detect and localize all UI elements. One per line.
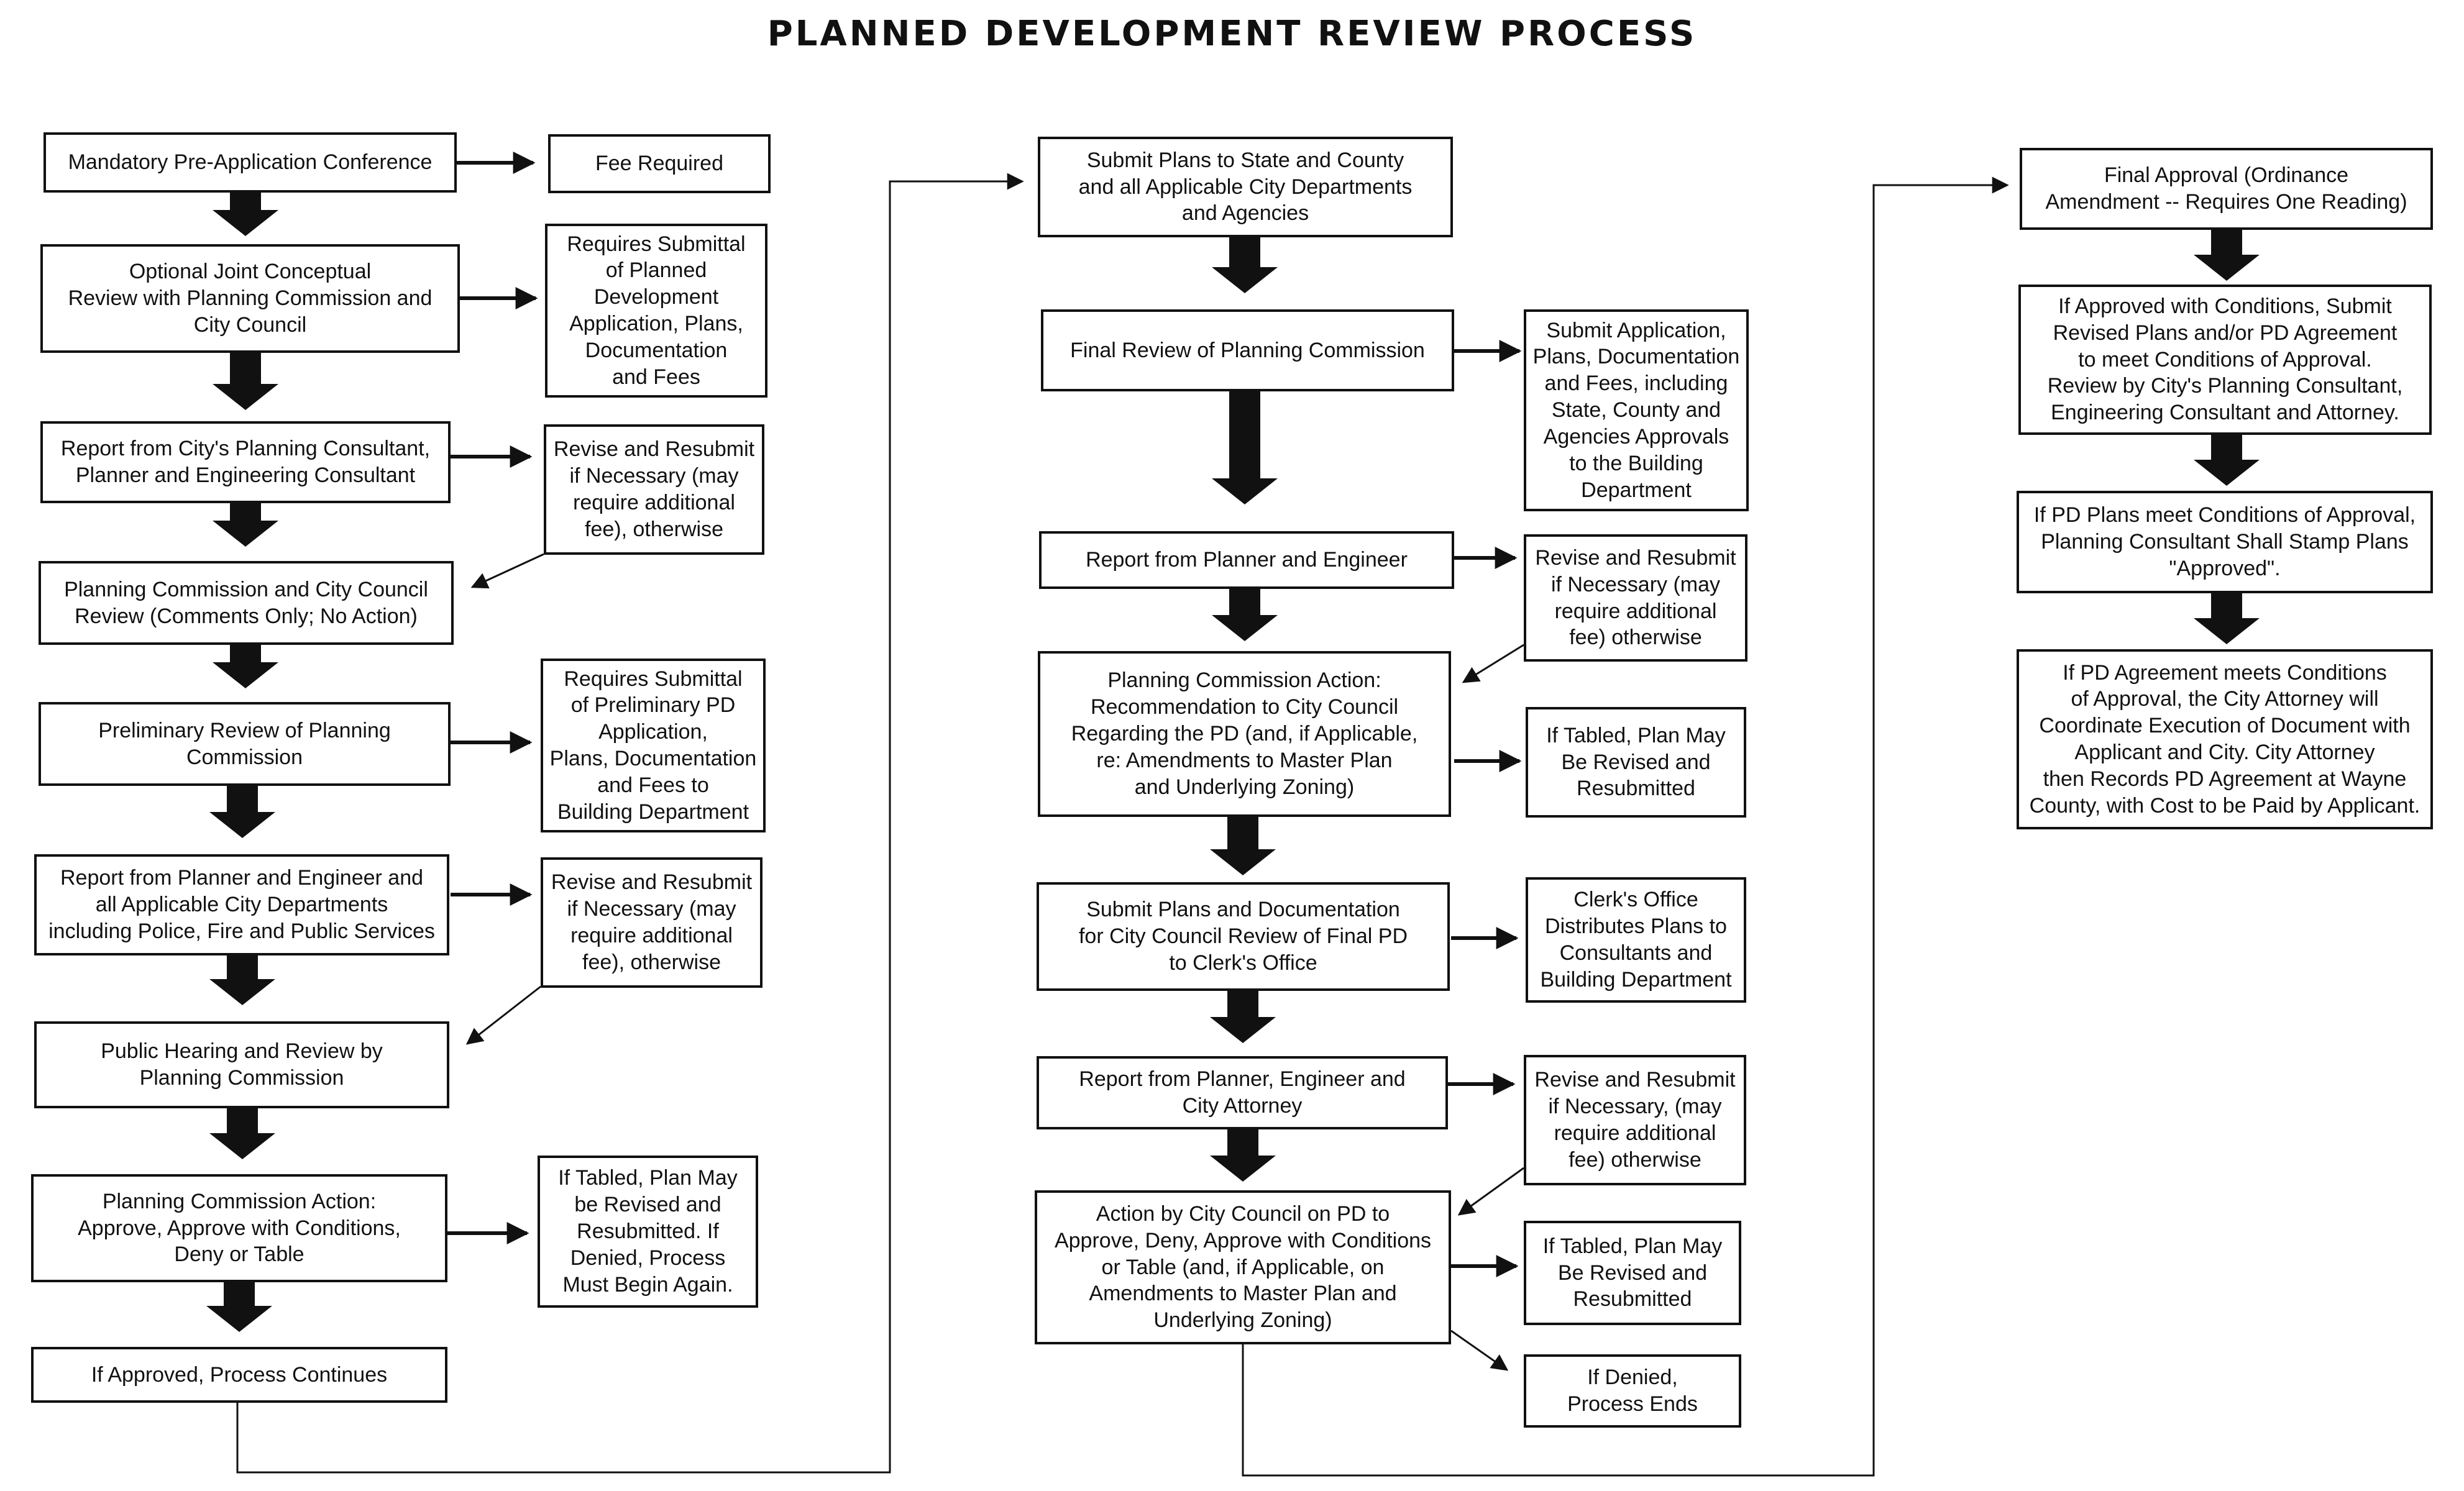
step-city-council-action: Action by City Council on PD to Approve,… [1035, 1190, 1451, 1344]
column-connectors [236, 173, 2009, 1477]
step-public-hearing: Public Hearing and Review by Planning Co… [34, 1021, 449, 1108]
flow-arrow [209, 1108, 275, 1159]
step-commission-recommendation: Planning Commission Action: Recommendati… [1038, 651, 1451, 817]
note-tabled-council: If Tabled, Plan May Be Revised and Resub… [1524, 1221, 1741, 1325]
col2-side-arrows [1448, 340, 1522, 1277]
step-report-planner-engineer-departments: Report from Planner and Engineer and all… [34, 854, 449, 955]
step-report-planner-engineer: Report from Planner and Engineer [1039, 531, 1454, 589]
col2-flow-arrows [1210, 237, 1278, 1182]
note-revise-resubmit-2: Revise and Resubmit if Necessary (may re… [541, 857, 763, 988]
step-preliminary-review: Preliminary Review of Planning Commissio… [39, 702, 451, 786]
flow-arrow [1212, 237, 1278, 293]
return-arrow [1462, 644, 1524, 683]
step-pre-application-conference: Mandatory Pre-Application Conference [44, 132, 457, 193]
step-commission-council-review: Planning Commission and City Council Rev… [39, 561, 454, 645]
return-arrow [470, 553, 544, 589]
flow-arrow [209, 955, 275, 1005]
step-report-planner-engineer-attorney: Report from Planner, Engineer and City A… [1037, 1056, 1448, 1129]
note-revise-resubmit-4: Revise and Resubmit if Necessary, (may r… [1524, 1055, 1746, 1185]
note-denied-process-ends: If Denied, Process Ends [1524, 1354, 1741, 1428]
page-title: PLANNED DEVELOPMENT REVIEW PROCESS [767, 14, 1697, 54]
note-tabled-or-denied: If Tabled, Plan May be Revised and Resub… [538, 1156, 758, 1308]
note-tabled-commission: If Tabled, Plan May Be Revised and Resub… [1526, 707, 1746, 818]
flow-arrow [1212, 391, 1278, 504]
step-pd-agreement-recorded: If PD Agreement meets Conditions of Appr… [2017, 649, 2433, 829]
note-clerk-distributes: Clerk's Office Distributes Plans to Cons… [1526, 877, 1746, 1003]
step-submit-plans-clerk: Submit Plans and Documentation for City … [1037, 882, 1450, 991]
flow-arrow [2194, 435, 2260, 486]
flow-arrow [209, 786, 275, 838]
note-revise-resubmit-3: Revise and Resubmit if Necessary (may re… [1524, 534, 1747, 662]
flow-arrow [1210, 1129, 1276, 1182]
col2-return-arrows [1450, 644, 1524, 1371]
step-approved-process-continues: If Approved, Process Continues [31, 1347, 447, 1403]
step-pd-plans-stamped: If PD Plans meet Conditions of Approval,… [2017, 491, 2433, 593]
return-arrow [465, 985, 541, 1045]
step-optional-joint-conceptual-review: Optional Joint Conceptual Review with Pl… [40, 244, 460, 353]
flow-arrow [1212, 589, 1278, 641]
flow-arrow [213, 193, 278, 236]
flow-arrow [2194, 593, 2260, 644]
connector-col1-to-col2 [236, 173, 1024, 1474]
note-fee-required: Fee Required [548, 134, 771, 193]
step-final-approval: Final Approval (Ordinance Amendment -- R… [2020, 148, 2433, 230]
flow-arrow [213, 353, 278, 410]
col3-flow-arrows [2194, 230, 2260, 644]
step-submit-plans-state-county: Submit Plans to State and County and all… [1038, 137, 1453, 237]
return-arrow [1457, 1167, 1524, 1216]
step-final-review-commission: Final Review of Planning Commission [1041, 309, 1454, 391]
note-submit-application-building: Submit Application, Plans, Documentation… [1524, 309, 1749, 511]
flow-arrow [1210, 991, 1276, 1043]
col1-return-arrows [465, 553, 544, 1045]
flow-arrow [1210, 817, 1276, 875]
flow-arrow [213, 503, 278, 547]
step-approved-with-conditions: If Approved with Conditions, Submit Revi… [2018, 285, 2432, 435]
col1-flow-arrows [206, 193, 278, 1332]
col1-side-arrows [447, 152, 538, 1244]
denied-arrow [1450, 1329, 1509, 1371]
flow-arrow [2194, 230, 2260, 281]
step-report-planning-consultant: Report from City's Planning Consultant, … [40, 421, 451, 503]
flow-arrow [213, 645, 278, 688]
step-commission-action: Planning Commission Action: Approve, App… [31, 1174, 447, 1282]
connector-col2-to-col3 [1242, 176, 2009, 1477]
flow-arrow [206, 1282, 272, 1332]
note-requires-pd-submittal: Requires Submittal of Planned Developmen… [545, 224, 767, 398]
note-requires-preliminary-submittal: Requires Submittal of Preliminary PD App… [541, 659, 766, 832]
note-revise-resubmit-1: Revise and Resubmit if Necessary (may re… [544, 424, 764, 555]
